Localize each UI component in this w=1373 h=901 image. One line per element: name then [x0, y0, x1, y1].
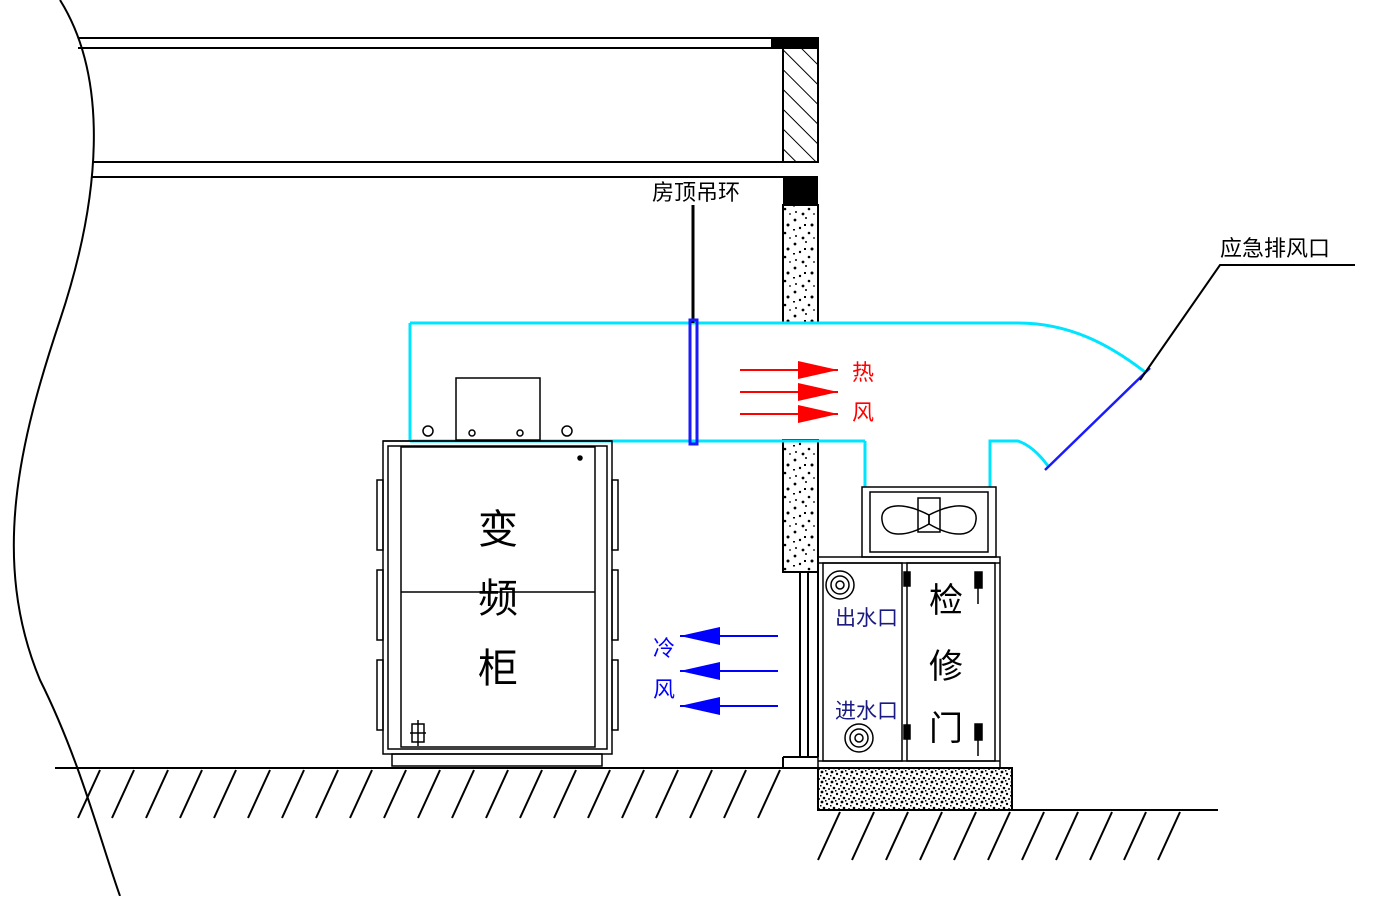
- floor-hatching: [77, 769, 1181, 861]
- floor-hatch-stroke: [383, 769, 407, 819]
- roof-ring-label: 房顶吊环: [652, 181, 740, 206]
- floor-hatch-stroke: [77, 769, 101, 819]
- floor-hatch-stroke: [417, 769, 441, 819]
- floor-hatch-stroke: [281, 769, 305, 819]
- hot-air-arrows: [740, 361, 838, 423]
- wall-cap: [783, 177, 818, 205]
- floor-hatch-stroke: [655, 769, 679, 819]
- floor-hatch-stroke: [553, 769, 577, 819]
- air-duct: [408, 321, 1146, 487]
- floor-hatch-stroke: [247, 769, 271, 819]
- floor: [55, 767, 1218, 811]
- floor-hatch-stroke: [757, 769, 781, 819]
- floor-hatch-stroke: [587, 769, 611, 819]
- inverter-label-2: 频: [478, 576, 518, 622]
- hanger-bracket: [688, 318, 699, 446]
- cold-air-arrows: [680, 627, 778, 715]
- foundation-block: [817, 767, 1013, 811]
- wall-concrete-lower: [782, 439, 819, 573]
- inverter-label-3: 柜: [478, 646, 518, 692]
- hot-air-label-1: 热: [852, 361, 874, 386]
- inverter-cabinet: [376, 377, 619, 767]
- floor-hatch-stroke: [145, 769, 169, 819]
- cold-air-label-2: 风: [653, 678, 675, 703]
- water-outlet-port: [825, 570, 855, 600]
- floor-hatch-stroke: [1123, 811, 1147, 861]
- fan-icon: [881, 497, 977, 535]
- floor-hatch-stroke: [885, 811, 909, 861]
- break-line: [12, 0, 121, 897]
- floor-hatch-stroke: [315, 769, 339, 819]
- floor-hatch-stroke: [1021, 811, 1045, 861]
- service-door-label-1: 检: [929, 581, 963, 621]
- exhaust-leader: [1139, 264, 1355, 381]
- wall-hatched: [782, 47, 819, 163]
- floor-hatch-stroke: [621, 769, 645, 819]
- floor-hatch-stroke: [987, 811, 1011, 861]
- floor-hatch-stroke: [953, 811, 977, 861]
- floor-hatch-stroke: [1055, 811, 1079, 861]
- service-door-label-2: 修: [929, 647, 963, 687]
- water-inlet-label: 进水口: [835, 699, 898, 723]
- exhaust-flap: [1044, 367, 1151, 471]
- emergency-exhaust-label: 应急排风口: [1220, 237, 1330, 262]
- floor-hatch-stroke: [111, 769, 135, 819]
- cooling-unit: [817, 486, 1001, 769]
- floor-hatch-stroke: [451, 769, 475, 819]
- floor-hatch-stroke: [689, 769, 713, 819]
- floor-hatch-stroke: [485, 769, 509, 819]
- wall-concrete-upper: [782, 204, 819, 324]
- ceiling-beam: [78, 37, 819, 178]
- floor-hatch-stroke: [851, 811, 875, 861]
- service-door-label-3: 门: [929, 709, 963, 749]
- cold-air-label-1: 冷: [653, 637, 675, 662]
- hot-air-label-2: 风: [852, 401, 874, 426]
- floor-hatch-stroke: [179, 769, 203, 819]
- wall-lower: [782, 572, 819, 768]
- inverter-label-1: 变: [478, 507, 518, 553]
- floor-hatch-stroke: [349, 769, 373, 819]
- water-outlet-label: 出水口: [835, 606, 898, 630]
- floor-hatch-stroke: [1157, 811, 1181, 861]
- water-inlet-port: [844, 723, 874, 753]
- floor-hatch-stroke: [817, 811, 841, 861]
- floor-hatch-stroke: [519, 769, 543, 819]
- floor-hatch-stroke: [213, 769, 237, 819]
- floor-hatch-stroke: [919, 811, 943, 861]
- floor-hatch-stroke: [1089, 811, 1113, 861]
- floor-hatch-stroke: [723, 769, 747, 819]
